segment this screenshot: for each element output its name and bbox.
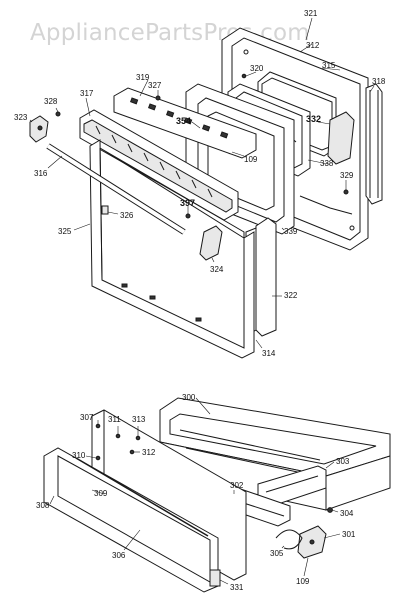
window-pack xyxy=(327,111,355,165)
label-109-door: 109 xyxy=(244,155,258,164)
door-vent-trim xyxy=(79,109,239,221)
label-354: 354 xyxy=(176,116,191,126)
label-315: 315 xyxy=(322,61,336,70)
label-310: 310 xyxy=(72,451,86,460)
screw-304 xyxy=(327,507,333,513)
door-outer-frame xyxy=(255,217,277,337)
label-300: 300 xyxy=(182,393,196,402)
label-325: 325 xyxy=(58,227,72,236)
screw-310 xyxy=(95,455,101,461)
door-hinge-strip xyxy=(365,83,383,205)
drawer-spring xyxy=(275,529,303,550)
label-308: 308 xyxy=(36,501,50,510)
drawer-end-cap xyxy=(209,569,221,587)
handle-bracket-left xyxy=(101,205,109,215)
label-305: 305 xyxy=(270,549,284,558)
screw-312 xyxy=(129,449,135,455)
label-312-drawer: 312 xyxy=(142,448,156,457)
label-329: 329 xyxy=(340,171,354,180)
label-321: 321 xyxy=(304,9,318,18)
label-397: 397 xyxy=(180,198,195,208)
label-323: 323 xyxy=(14,113,28,122)
label-314: 314 xyxy=(262,349,276,358)
clip-397 xyxy=(185,213,191,219)
label-312: 312 xyxy=(306,41,320,50)
door-front-frame xyxy=(89,139,255,359)
label-303: 303 xyxy=(336,457,350,466)
label-309: 309 xyxy=(94,489,108,498)
label-324: 324 xyxy=(210,265,224,274)
label-304: 304 xyxy=(340,509,354,518)
label-109-drawer: 109 xyxy=(296,577,310,586)
door-handle-rod xyxy=(46,143,186,235)
label-339: 339 xyxy=(284,227,298,236)
label-320: 320 xyxy=(250,64,264,73)
screw-327 xyxy=(155,95,161,101)
label-317: 317 xyxy=(80,89,94,98)
label-319: 319 xyxy=(136,73,150,82)
label-326: 326 xyxy=(120,211,134,220)
leader-lines xyxy=(29,17,375,585)
label-338: 338 xyxy=(320,159,334,168)
label-313: 313 xyxy=(132,415,146,424)
handle-end-cap xyxy=(29,115,49,143)
label-331: 331 xyxy=(230,583,244,592)
label-306: 306 xyxy=(112,551,126,560)
label-318: 318 xyxy=(372,77,386,86)
screw-329 xyxy=(343,189,349,195)
screw-328 xyxy=(55,111,61,117)
label-322: 322 xyxy=(284,291,298,300)
part-labels: 321 312 315 318 320 319 327 328 317 323 … xyxy=(14,9,386,592)
screw-313 xyxy=(135,435,141,441)
label-327: 327 xyxy=(148,81,162,90)
label-332: 332 xyxy=(306,114,321,124)
door-vent-strip xyxy=(113,87,257,159)
label-311: 311 xyxy=(108,415,121,424)
label-302: 302 xyxy=(230,481,244,490)
screw-311 xyxy=(115,433,121,439)
label-301: 301 xyxy=(342,530,356,539)
label-316: 316 xyxy=(34,169,48,178)
clip-320 xyxy=(241,73,247,79)
label-307: 307 xyxy=(80,413,94,422)
drawer-bracket xyxy=(297,525,327,559)
screw-307 xyxy=(95,423,101,429)
label-328: 328 xyxy=(44,97,58,106)
handle-bracket-right xyxy=(199,225,223,261)
